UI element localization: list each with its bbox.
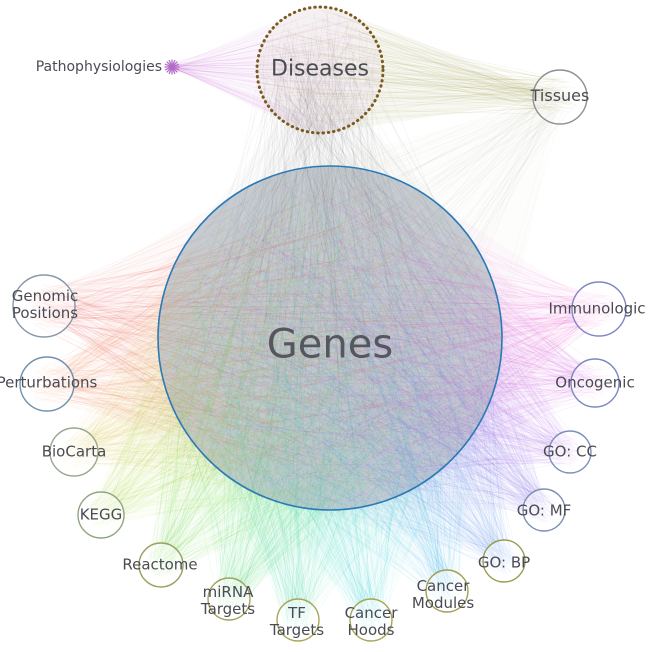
edges-cancer_hoods-genes <box>163 174 485 635</box>
node-immunologic[interactable] <box>571 281 627 337</box>
node-pathophysiologies[interactable] <box>164 59 180 75</box>
edges-tissues-genes <box>172 78 578 486</box>
node-tissues[interactable] <box>532 69 588 125</box>
node-diseases[interactable] <box>255 5 385 135</box>
edges-go_bp-genes <box>178 186 519 576</box>
node-perturbations[interactable] <box>19 356 75 412</box>
edges-go_mf-genes <box>182 180 558 524</box>
node-reactome[interactable] <box>138 542 184 588</box>
node-go_cc[interactable] <box>548 430 592 474</box>
edges-genomic_positions-genes <box>25 178 486 504</box>
node-genes[interactable] <box>157 165 503 511</box>
node-biocarta[interactable] <box>49 427 99 477</box>
node-tf_targets[interactable] <box>276 598 320 642</box>
node-kegg[interactable] <box>77 491 125 539</box>
node-go_bp[interactable] <box>482 539 526 583</box>
node-cancer_hoods[interactable] <box>349 598 393 642</box>
edges-biocarta-genes <box>58 177 478 505</box>
edges-oncogenic-genes <box>169 181 612 505</box>
edges-diseases-genes <box>170 13 495 505</box>
edges-pathophysiologies-diseases <box>167 14 379 130</box>
edges-tf_targets-genes <box>174 178 489 635</box>
edges-immunologic-genes <box>173 176 618 500</box>
node-mirna_targets[interactable] <box>207 577 251 621</box>
edges-go_cc-genes <box>166 188 585 501</box>
node-cancer_modules[interactable] <box>425 569 469 613</box>
edge-wedge-tissues-diseases <box>257 7 560 133</box>
node-genomic_positions[interactable] <box>12 274 76 338</box>
node-go_mf[interactable] <box>522 488 566 532</box>
node-oncogenic[interactable] <box>570 358 620 408</box>
edge-wedge-pathophysiologies-diseases <box>172 7 383 133</box>
edges-kegg-genes <box>85 186 472 530</box>
